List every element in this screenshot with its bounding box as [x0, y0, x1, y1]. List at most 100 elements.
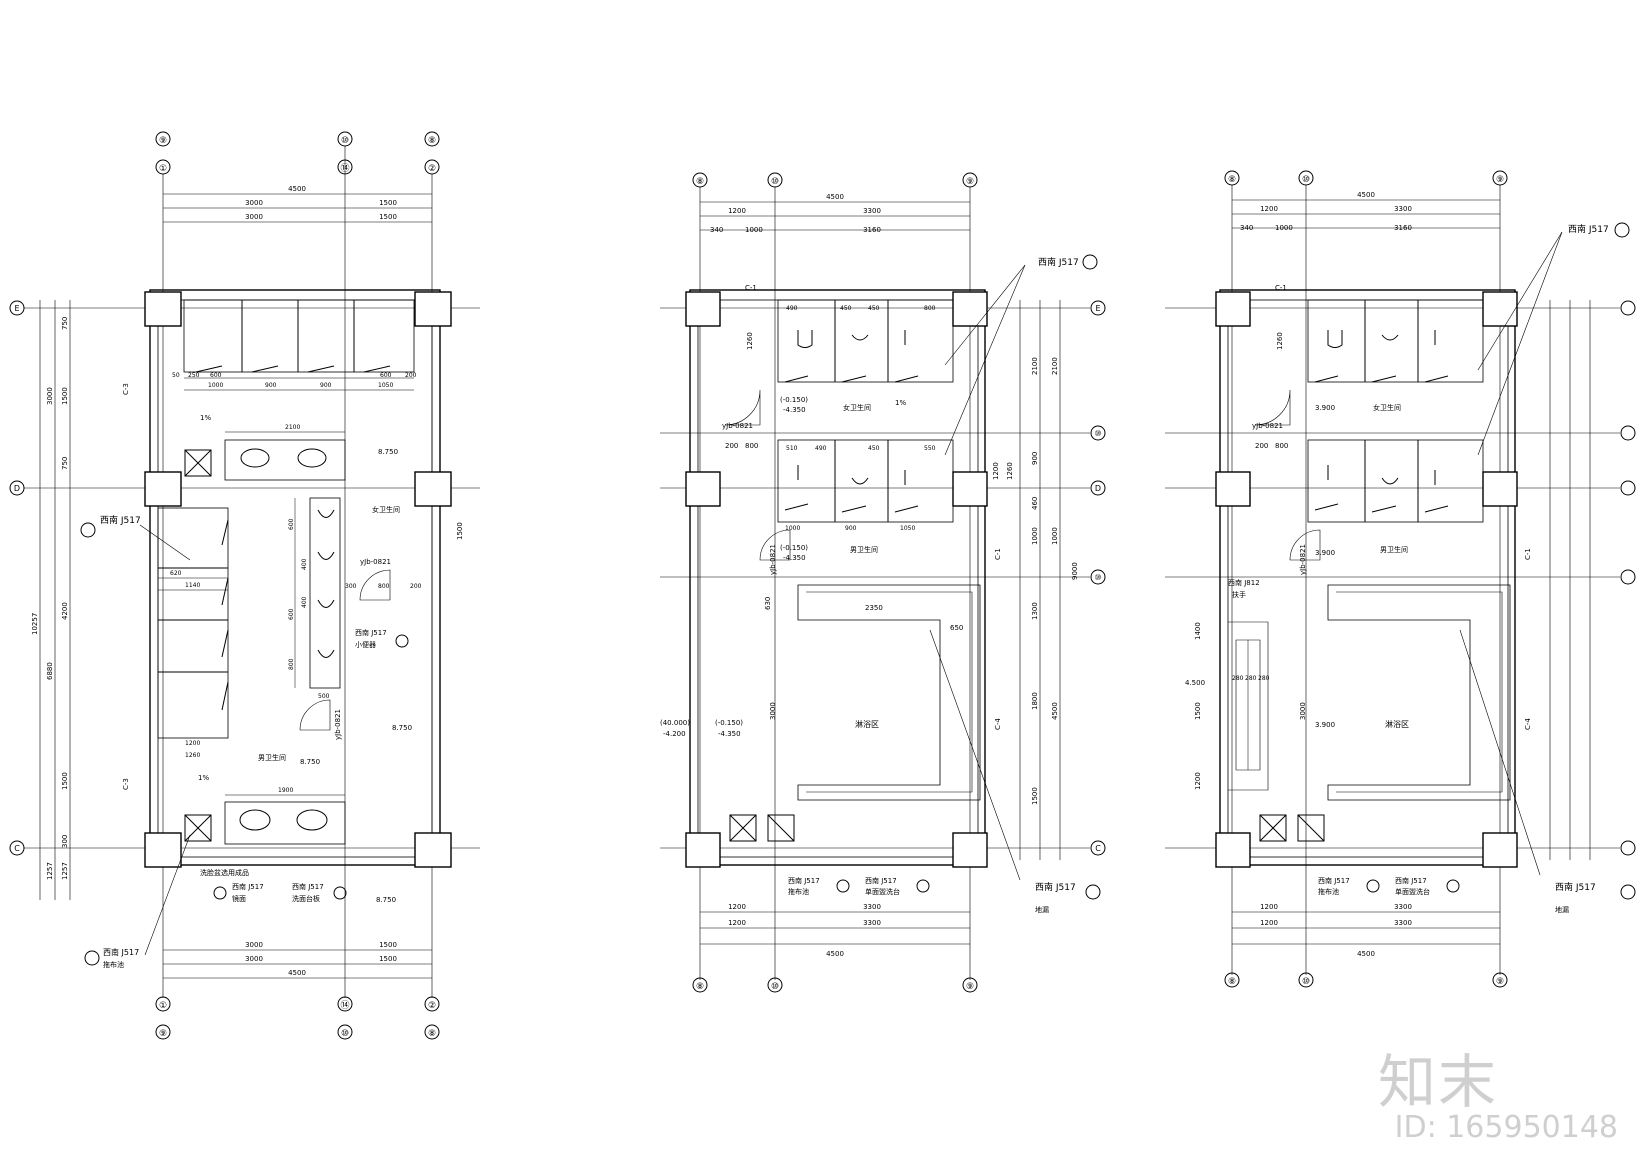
grid-label: ⑨: [966, 177, 974, 187]
dim: 340: [1240, 224, 1253, 232]
dim: 1200: [1260, 903, 1278, 911]
mirror-label: 镜面: [232, 894, 246, 903]
dim: 3160: [1394, 224, 1412, 232]
dim: 1500: [1031, 787, 1039, 805]
elevation: 8.750: [392, 724, 412, 732]
door-tag: yJb-0821: [722, 422, 753, 430]
window-tag: C-1: [1275, 284, 1287, 292]
dim: 1260: [1006, 462, 1014, 480]
elevation: -4.200: [663, 730, 686, 738]
door-tag: yJb-0821: [1299, 544, 1307, 575]
ref-label: 西南 J517: [103, 947, 139, 957]
female-stalls: [777, 299, 954, 383]
room-label: 女卫生间: [1373, 403, 1401, 412]
male-stalls: [1307, 439, 1484, 523]
ref-label: 西南 J517: [292, 882, 324, 891]
outer-wall: [149, 289, 441, 866]
elevation: 8.750: [300, 758, 320, 766]
dim-b: 1500: [379, 199, 397, 207]
grid-label: ⑧: [428, 1029, 436, 1039]
ref-label: 西南 J517: [1318, 876, 1350, 885]
dim: 200: [410, 583, 422, 590]
ref-label: 西南 J812: [1228, 578, 1260, 587]
elevation: 4.500: [1185, 679, 1205, 687]
ref-label: 西南 J517: [100, 514, 141, 526]
urinals: [294, 497, 341, 689]
elevation: (-0.150): [780, 544, 808, 552]
dim: 450: [868, 445, 880, 452]
dim: 800: [378, 583, 390, 590]
dim: 200: [405, 372, 417, 379]
grid-label: ①: [159, 164, 167, 174]
room-label: 男卫生间: [258, 753, 286, 762]
grid-label: ⑩: [771, 177, 779, 187]
dim: 900: [845, 525, 857, 532]
dim: 3300: [863, 207, 881, 215]
area-label: 淋浴区: [855, 719, 879, 729]
grid-label: ⑩: [341, 136, 349, 146]
room-label: 男卫生间: [1380, 545, 1408, 554]
grid-label: ②: [428, 164, 436, 174]
dim: 300: [345, 583, 357, 590]
grid-label: ⑨: [159, 136, 167, 146]
dim: 1257: [46, 862, 54, 880]
grid-label: ⑩: [341, 1029, 349, 1039]
elevation: (-0.150): [780, 396, 808, 404]
dim: 1260: [746, 332, 754, 350]
dim: 1260: [1276, 332, 1284, 350]
grid-row-label: E: [14, 304, 19, 313]
dim: 1140: [185, 582, 200, 589]
elevation: (40.000): [660, 719, 690, 727]
dim: 3300: [863, 903, 881, 911]
dim: 650: [950, 624, 963, 632]
male-stalls: [157, 507, 229, 739]
grid-row-label: C: [14, 844, 20, 853]
grid-label: ⑧: [1228, 175, 1236, 185]
dim: 400: [301, 596, 308, 608]
dim: 3000: [245, 955, 263, 963]
window-tag: C-3: [122, 778, 130, 790]
dim: 3000: [1299, 702, 1307, 720]
grid-row-label: E: [1095, 304, 1100, 313]
drain-label: 地漏: [1035, 905, 1049, 914]
female-basins: [184, 431, 346, 481]
female-stalls: [1307, 299, 1484, 383]
dim-total: 4500: [826, 950, 844, 958]
dim: 1200: [728, 919, 746, 927]
outer-wall: [689, 289, 986, 866]
dim-total: 4500: [826, 193, 844, 201]
grid-label: ⑭: [340, 1000, 349, 1011]
dim: 3300: [863, 919, 881, 927]
dim: 2100: [285, 424, 300, 431]
mop-label: 拖布池: [103, 960, 124, 969]
grid-label: ⑨: [159, 1029, 167, 1039]
dim: 900: [265, 382, 277, 389]
dim: 200: [1255, 442, 1268, 450]
dim: 490: [815, 445, 827, 452]
dim: 280: [1232, 675, 1244, 682]
slope: 1%: [198, 774, 209, 782]
slope: 1%: [200, 414, 211, 422]
grid-label: ⑨: [966, 982, 974, 992]
grid-label: ⑨: [1496, 977, 1504, 987]
dim: 1260: [185, 752, 200, 759]
window-tag: C-1: [1524, 548, 1532, 560]
dim: 2100: [1051, 357, 1059, 375]
ref-label: 西南 J517: [788, 876, 820, 885]
dim: 3000: [46, 387, 54, 405]
dim: 460: [1031, 497, 1039, 510]
grid-label: ⑧: [696, 177, 704, 187]
grid-row-label: D: [1095, 484, 1101, 493]
dim: 3000: [245, 941, 263, 949]
area-label: 淋浴区: [1385, 719, 1409, 729]
ref-label: 西南 J517: [355, 628, 387, 637]
elevation: -4.350: [783, 406, 806, 414]
dim: 800: [288, 658, 295, 670]
ref-label: 西南 J517: [1038, 256, 1079, 268]
dim: 1050: [900, 525, 915, 532]
wash-table-label: 单面盥洗台: [865, 887, 900, 896]
dim: 3160: [863, 226, 881, 234]
dim: 1200: [992, 462, 1000, 480]
dim: 1500: [61, 387, 69, 405]
dim: 600: [288, 518, 295, 530]
